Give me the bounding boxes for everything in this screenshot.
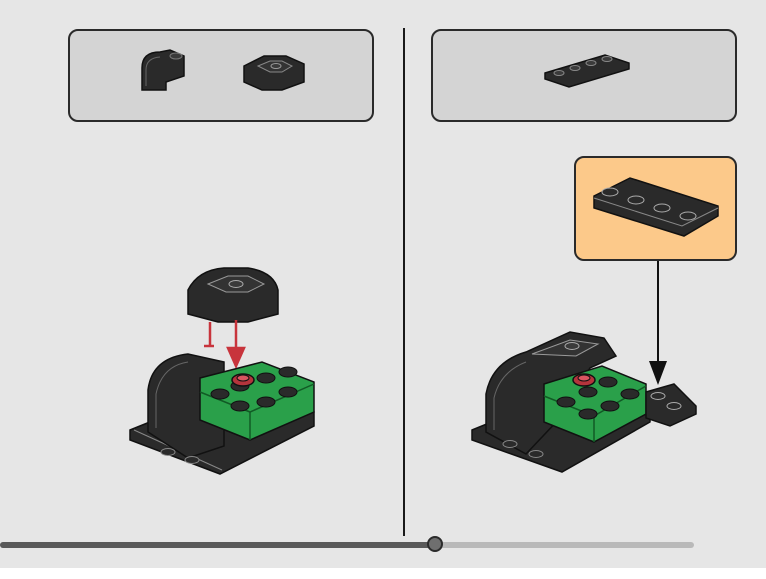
callout-plate-1x4-icon bbox=[592, 174, 720, 240]
step-divider bbox=[403, 28, 405, 536]
parts-list-box-left bbox=[68, 29, 374, 122]
progress-slider-handle[interactable] bbox=[427, 536, 443, 552]
plate-1x4-icon bbox=[543, 51, 631, 91]
left-assembly-illustration bbox=[128, 262, 324, 480]
progress-track[interactable] bbox=[0, 542, 694, 548]
progress-fill bbox=[0, 542, 435, 548]
bottom-strip bbox=[0, 568, 766, 579]
right-assembly-illustration bbox=[470, 322, 700, 482]
corner-arch-brick-icon bbox=[242, 52, 306, 92]
curved-slope-brick-icon bbox=[138, 46, 188, 94]
